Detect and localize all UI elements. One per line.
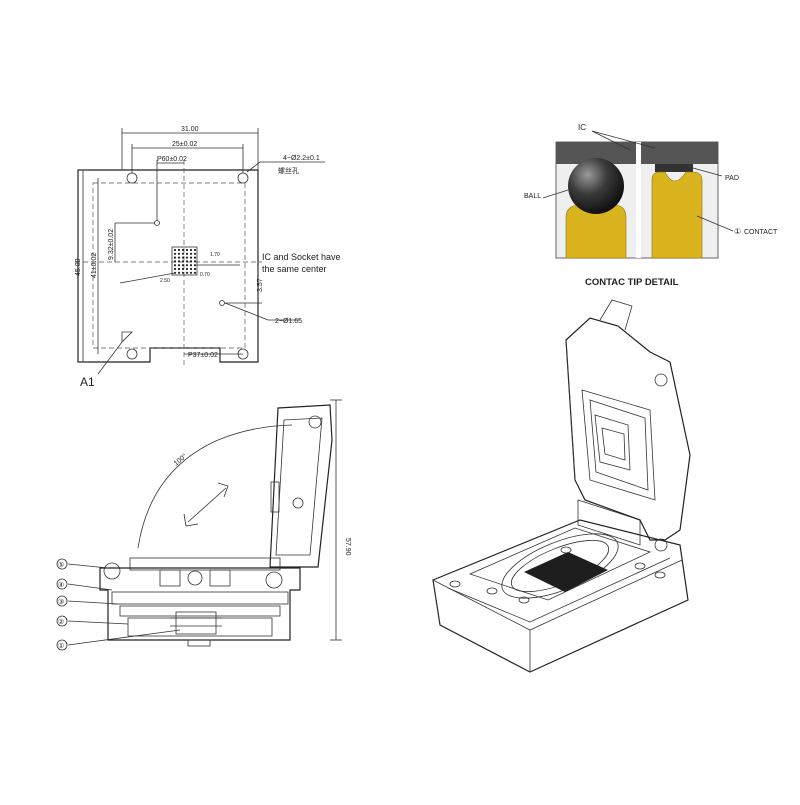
dim-small-a: 1.70 <box>210 252 220 258</box>
bga-pad <box>181 248 185 252</box>
bga-pad <box>185 252 189 255</box>
bga-pad <box>173 252 177 255</box>
bga-pad <box>193 252 197 255</box>
dim-height: 45.00 <box>75 258 82 276</box>
bga-pad <box>177 252 181 255</box>
bga-pad <box>177 248 181 252</box>
bga-pad <box>189 267 193 271</box>
bga-pad <box>193 267 197 271</box>
bga-pad <box>177 260 181 263</box>
dim-small-b: 0.70 <box>200 272 210 278</box>
bga-pad <box>189 260 193 263</box>
bga-pad <box>189 252 193 255</box>
callout-5: ⑤ <box>58 561 64 569</box>
solder-ball <box>568 158 624 214</box>
bga-pad <box>189 256 193 259</box>
bga-pad <box>173 267 177 271</box>
bga-pad <box>173 256 177 259</box>
label-contact: CONTACT <box>744 229 778 236</box>
dim-right-offset: 3.57 <box>257 278 264 292</box>
bga-pad <box>193 264 197 267</box>
dim-inner-width: 25±0.02 <box>172 141 197 148</box>
side-view-drawing <box>56 399 342 651</box>
bga-pad <box>193 256 197 259</box>
isometric-socket-drawing <box>432 299 691 673</box>
bga-pad <box>181 264 185 267</box>
bga-pad <box>181 260 185 263</box>
bga-pad <box>181 271 185 274</box>
label-contact-marker: ① <box>734 227 741 236</box>
bga-pad <box>177 264 181 267</box>
pad <box>655 164 693 172</box>
bga-pad <box>177 256 181 259</box>
bga-pad <box>185 260 189 263</box>
bga-pad <box>177 271 181 274</box>
callout-4: ④ <box>58 581 64 589</box>
center-note-line2: the same center <box>262 264 327 274</box>
dim-inner-height: 41±0.02 <box>91 253 98 278</box>
label-ic: IC <box>578 123 586 132</box>
callout-3: ③ <box>58 598 64 606</box>
contact-detail-caption: CONTAC TIP DETAIL <box>585 277 679 288</box>
dim-mid-height: 9.32±0.02 <box>108 229 115 260</box>
label-pad: PAD <box>725 175 739 182</box>
dim-small-c: 2.50 <box>160 278 170 284</box>
bga-pad <box>189 271 193 274</box>
contact-tip-detail <box>542 130 734 259</box>
bga-pad <box>181 252 185 255</box>
height-label: 57.90 <box>344 538 351 556</box>
bga-pad <box>181 267 185 271</box>
bga-pad <box>193 260 197 263</box>
callout-1: ① <box>58 642 64 650</box>
bga-pad <box>185 271 189 274</box>
label-ball: BALL <box>524 193 541 200</box>
bga-pad <box>173 260 177 263</box>
callout-2: ② <box>58 618 64 626</box>
dim-width: 31.00 <box>181 126 199 133</box>
angle-label: 100° <box>172 452 188 468</box>
center-note-line1: IC and Socket have <box>262 252 341 262</box>
dim-hole-callout-sub: 螺丝孔 <box>278 166 299 175</box>
dim-hole-callout: 4−Ø2.2±0.1 <box>283 155 320 162</box>
bga-pad <box>193 248 197 252</box>
bga-pad <box>185 248 189 252</box>
bga-pad <box>185 256 189 259</box>
ic-chip <box>524 552 608 592</box>
dim-top-hole: P60±0.02 <box>157 156 187 163</box>
contact-right <box>651 171 703 259</box>
ic-body-left <box>556 142 636 164</box>
bga-pad <box>181 256 185 259</box>
bga-pad <box>173 248 177 252</box>
bga-pad <box>177 267 181 271</box>
bga-pad <box>189 248 193 252</box>
bga-pad <box>185 264 189 267</box>
bga-pad <box>185 267 189 271</box>
ic-body-right <box>641 142 718 164</box>
pin-a1-label: A1 <box>80 375 95 389</box>
top-view-drawing <box>75 128 325 375</box>
bga-pad <box>189 264 193 267</box>
bga-pad <box>193 271 197 274</box>
dim-bottom-hole: P37±0.02 <box>188 352 218 359</box>
dim-bottom-callout: 2−Ø1.65 <box>275 318 302 325</box>
bga-pad <box>173 264 177 267</box>
